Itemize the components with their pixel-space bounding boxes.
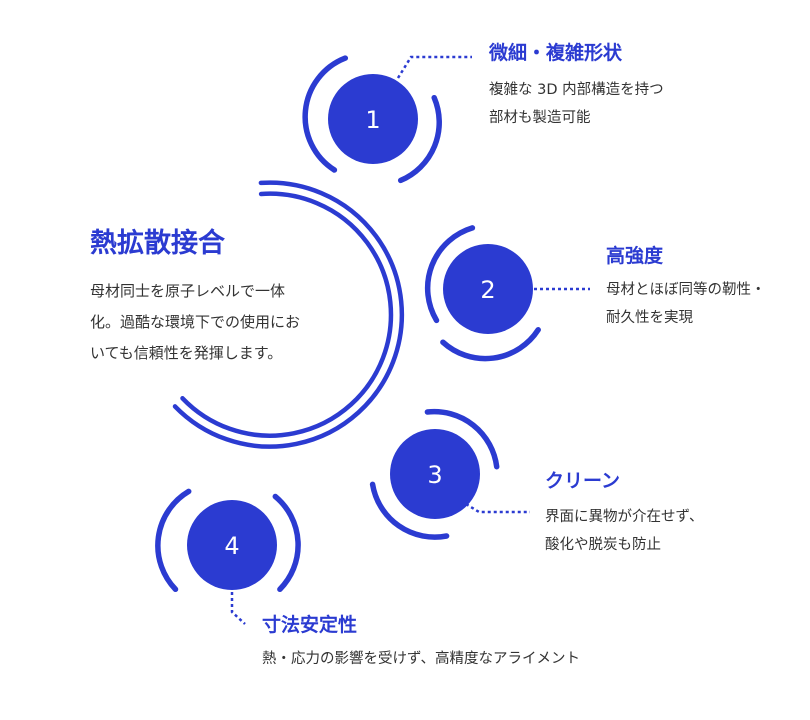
feature-4-title: 寸法安定性 [262,614,358,636]
feature-3-description-line: 酸化や脱炭も防止 [545,537,661,553]
main-double-arc [172,180,405,449]
feature-2-description: 母材とほぼ同等の靭性・ 耐久性を実現 [606,276,766,332]
feature-1-graphic: 1 [302,55,472,184]
feature-1-arc-right [397,94,442,184]
main-description: 母材同士を原子レベルで一体 化。過酷な環境下での使用にお いても信頼性を発揮しま… [90,276,300,369]
feature-3-description-line: 界面に異物が介在せず、 [545,509,704,525]
main-title: 熱拡散接合 [90,228,225,259]
feature-3-arc-bottom [369,481,450,540]
feature-2-arc-left [424,225,476,324]
feature-3-graphic: 3 [369,408,530,540]
feature-1-circle [328,74,418,164]
feature-3-number: 3 [427,461,442,489]
feature-4-connector [230,592,246,625]
feature-2-number: 2 [480,276,495,304]
feature-2-graphic: 2 [424,225,590,362]
feature-2-circle [443,244,533,334]
feature-1-arc-left [302,55,349,173]
feature-2-title: 高強度 [606,245,664,267]
feature-2-description-line: 母材とほぼ同等の靭性・ [606,282,766,298]
feature-3-description: 界面に異物が介在せず、 酸化や脱炭も防止 [545,503,703,559]
feature-4-arc-left [155,488,192,593]
feature-1-connector [396,55,472,79]
feature-2-arc-right [440,327,541,362]
feature-3-title: クリーン [545,470,621,492]
main-description-line: 化。過酷な環境下での使用にお [90,313,301,331]
main-arc-outer [172,180,405,449]
feature-3-connector [465,502,530,514]
main-description-line: いても信頼性を発揮します。 [90,344,283,362]
main-description-line: 母材同士を原子レベルで一体 [90,282,286,300]
feature-3-arc-top [424,408,500,470]
feature-1-description-line: 複雑な 3D 内部構造を持つ [489,82,664,98]
feature-2-description-line: 耐久性を実現 [606,310,693,326]
feature-4-number: 4 [224,532,239,560]
feature-4-arc-right [272,493,301,593]
main-arc-inner [180,191,394,438]
feature-4-description: 熱・応力の影響を受けず、高精度なアライメント [262,645,580,673]
feature-1-description: 複雑な 3D 内部構造を持つ 部材も製造可能 [489,76,664,132]
feature-1-number: 1 [365,106,380,134]
feature-1-description-line: 部材も製造可能 [489,110,591,126]
feature-1-title: 微細・複雑形状 [489,42,623,64]
feature-4-description-line: 熱・応力の影響を受けず、高精度なアライメント [262,651,580,667]
feature-3-circle [390,429,480,519]
feature-4-circle [187,500,277,590]
feature-4-graphic: 4 [155,488,301,625]
